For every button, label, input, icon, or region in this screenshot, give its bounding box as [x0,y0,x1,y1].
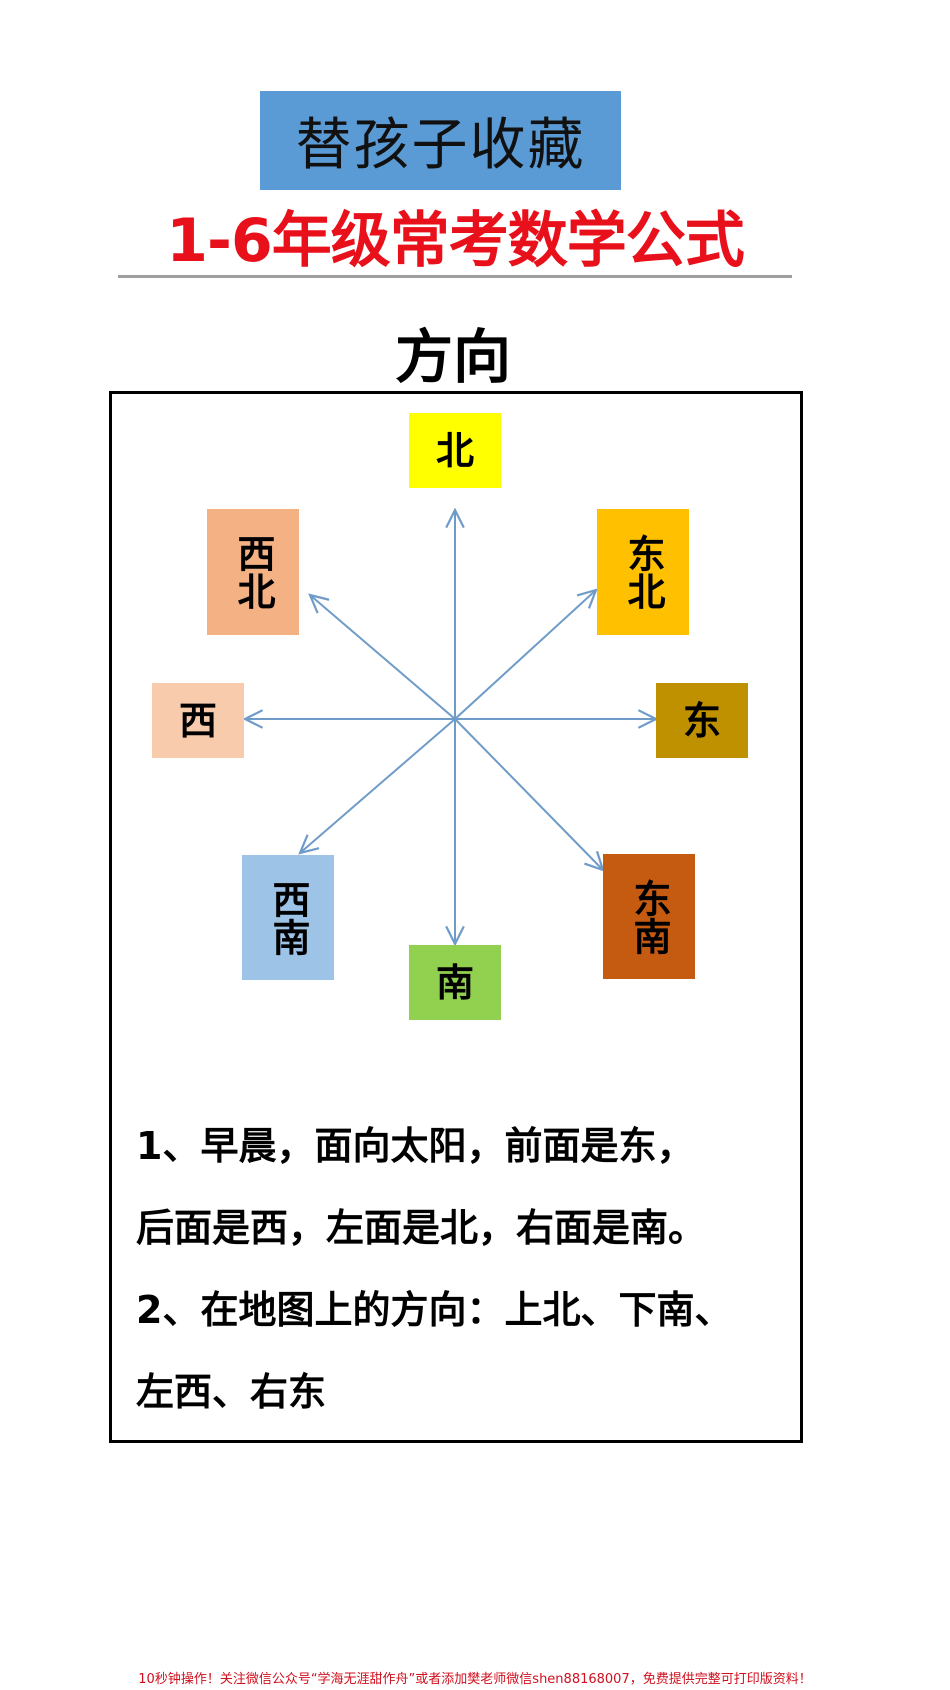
note-line: 2、在地图上的方向：上北、下南、 [136,1288,733,1332]
footer-promo: 10秒钟操作！关注微信公众号“学海无涯甜作舟”或者添加樊老师微信shen8816… [138,1672,812,1687]
divider [118,275,792,278]
arrow-southwest [300,718,456,853]
content-frame [109,391,803,1443]
direction-northeast: 东北 [597,509,689,635]
direction-northwest: 西北 [207,509,299,635]
direction-east: 东 [656,683,748,758]
arrow-northwest [310,595,456,720]
arrow-southeast [454,718,603,870]
arrow-northeast [454,590,596,720]
notes: 1、早晨，面向太阳，前面是东， 后面是西，左面是北，右面是南。 2、在地图上的方… [136,1105,786,1433]
section-title: 方向 [394,323,511,391]
note-line: 左西、右东 [136,1370,327,1414]
note-line: 1、早晨，面向太阳，前面是东， [136,1124,695,1168]
headline: 1-6年级常考数学公式 [166,206,744,276]
direction-west: 西 [152,683,244,758]
direction-north: 北 [409,413,501,488]
direction-southwest: 西南 [242,855,334,980]
direction-south: 南 [409,945,501,1020]
direction-southeast: 东南 [603,854,695,979]
compass-arrows [0,0,950,1100]
banner-text: 替孩子收藏 [295,113,586,178]
banner: 替孩子收藏 [260,91,621,190]
note-line: 后面是西，左面是北，右面是南。 [136,1206,707,1250]
